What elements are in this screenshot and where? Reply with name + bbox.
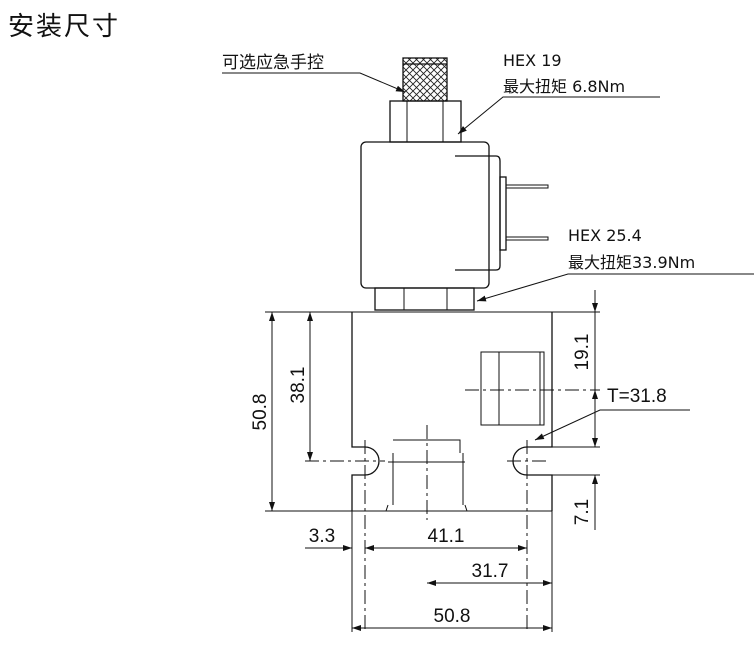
page-title: 安装尺寸	[8, 12, 121, 42]
manual-override-knob	[402, 57, 448, 102]
dimension-lines	[269, 290, 598, 631]
dim-right-top: 19.1	[572, 334, 593, 371]
torque-top-label: 最大扭矩 6.8Nm	[503, 77, 625, 96]
connector-pin	[505, 184, 549, 189]
dim-height-total: 50.8	[250, 394, 271, 431]
coil-body	[360, 141, 490, 289]
upper-hex-nut	[389, 100, 462, 143]
hex-bottom-label: HEX 25.4	[568, 226, 642, 245]
valve-assembly	[360, 57, 549, 311]
torque-bottom-label: 最大扭矩33.9Nm	[568, 253, 695, 272]
dim-port-offset: 31.7	[472, 561, 509, 582]
dim-width-total: 50.8	[434, 606, 471, 627]
dim-hole-spacing: 41.1	[428, 526, 465, 547]
manual-override-label: 可选应急手控	[222, 53, 324, 73]
coil-connector	[455, 155, 501, 271]
lower-hex-nut	[374, 287, 475, 311]
thread-label: T=31.8	[607, 386, 667, 407]
dim-height-hole: 38.1	[288, 367, 309, 404]
dim-offset-left: 3.3	[309, 526, 335, 547]
connector-pin	[505, 236, 549, 241]
hex-top-label: HEX 19	[503, 51, 562, 70]
manifold-block	[265, 311, 600, 632]
leaders	[222, 72, 754, 441]
dim-right-bottom: 7.1	[572, 499, 593, 525]
